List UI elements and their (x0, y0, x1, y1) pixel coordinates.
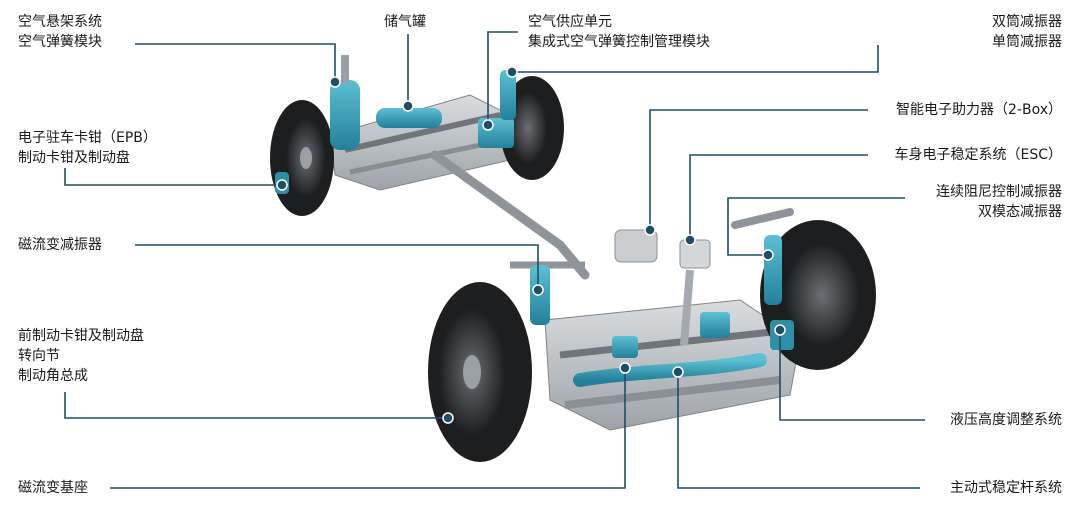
leader-endpoints (276, 66, 786, 424)
label-air-supply-line2: 集成式空气弹簧控制管理模块 (528, 34, 710, 50)
label-air-supply-line1: 空气供应单元 (528, 14, 612, 30)
label-front-brake-line3: 制动角总成 (18, 368, 88, 384)
label-epb-line1: 电子驻车卡钳（EPB） (18, 130, 157, 146)
label-cdc: 连续阻尼控制减振器 双模态减振器 (936, 182, 1062, 222)
label-air-suspension-line2: 空气弹簧模块 (18, 34, 102, 50)
rear-air-spring (330, 80, 360, 150)
label-front-brake-line2: 转向节 (18, 348, 60, 364)
front-right-damper (764, 235, 782, 305)
rear-axle (270, 55, 564, 216)
label-front-brake: 前制动卡钳及制动盘 转向节 制动角总成 (18, 326, 144, 386)
label-esc-text: 车身电子稳定系统（ESC） (894, 147, 1062, 163)
label-esc: 车身电子稳定系统（ESC） (894, 145, 1062, 165)
leader-lines (64, 31, 925, 489)
label-active-stabilizer-text: 主动式稳定杆系统 (950, 480, 1062, 496)
label-epb-line2: 制动卡钳及制动盘 (18, 150, 130, 166)
front-axle (428, 208, 876, 462)
label-air-suspension-line1: 空气悬架系统 (18, 14, 102, 30)
link-rod (430, 150, 590, 280)
label-mr-mount: 磁流变基座 (18, 478, 88, 498)
label-storage-tank-text: 储气罐 (384, 14, 426, 30)
label-active-stabilizer: 主动式稳定杆系统 (950, 478, 1062, 498)
label-mr-mount-text: 磁流变基座 (18, 480, 88, 496)
label-mr-damper-text: 磁流变减振器 (18, 237, 102, 253)
label-shock-line1: 双筒减振器 (992, 14, 1062, 30)
label-storage-tank: 储气罐 (384, 12, 426, 32)
label-cdc-line1: 连续阻尼控制减振器 (936, 184, 1062, 200)
label-cdc-line2: 双模态减振器 (978, 204, 1062, 220)
label-mr-damper: 磁流变减振器 (18, 235, 102, 255)
label-air-suspension: 空气悬架系统 空气弹簧模块 (18, 12, 102, 52)
label-hydraulic-height: 液压高度调整系统 (950, 410, 1062, 430)
stabilizer-bar (573, 353, 767, 387)
label-shock-line2: 单筒减振器 (992, 34, 1062, 50)
label-hydraulic-height-text: 液压高度调整系统 (950, 412, 1062, 428)
label-ibooster: 智能电子助力器（2-Box） (896, 100, 1062, 120)
esc-unit (679, 239, 711, 269)
label-shock: 双筒减振器 单筒减振器 (992, 12, 1062, 52)
label-front-brake-line1: 前制动卡钳及制动盘 (18, 328, 144, 344)
air-tank (376, 108, 442, 128)
label-epb: 电子驻车卡钳（EPB） 制动卡钳及制动盘 (18, 128, 157, 168)
ibooster-unit (614, 229, 658, 263)
label-air-supply: 空气供应单元 集成式空气弹簧控制管理模块 (528, 12, 710, 52)
label-ibooster-text: 智能电子助力器（2-Box） (896, 102, 1062, 118)
